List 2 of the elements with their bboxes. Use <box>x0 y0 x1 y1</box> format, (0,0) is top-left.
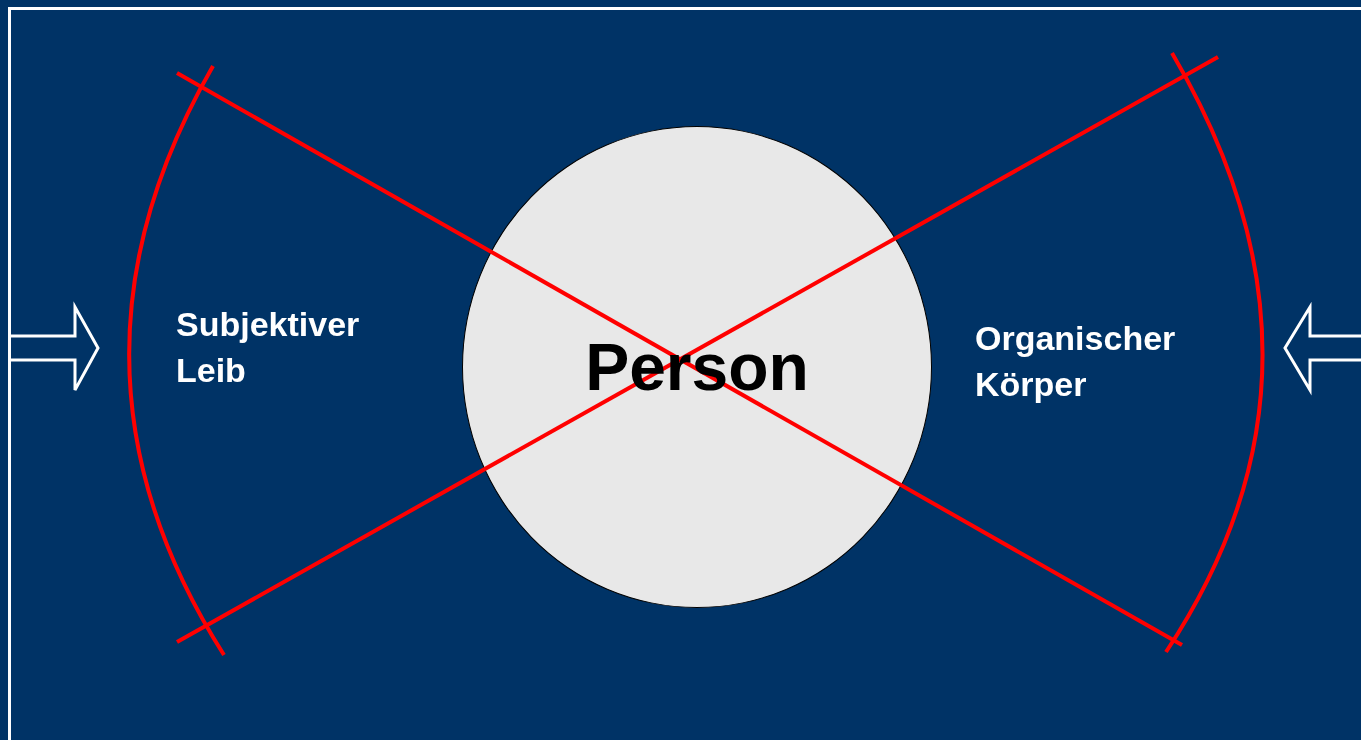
side-label: Subjektiver Leib <box>176 304 361 391</box>
side-label: Organischer Körper <box>975 318 1177 405</box>
